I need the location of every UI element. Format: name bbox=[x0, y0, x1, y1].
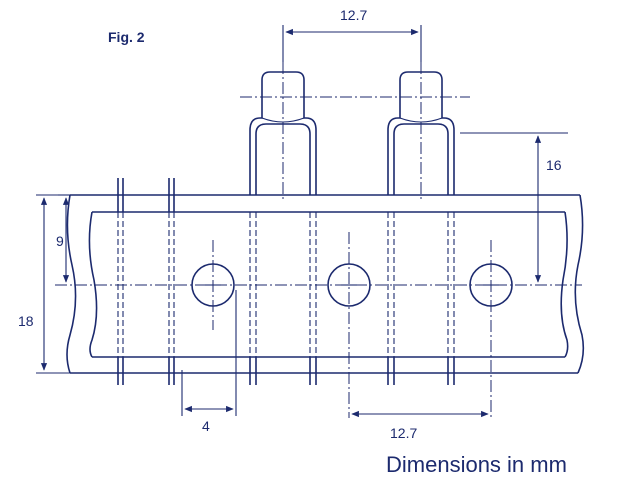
sprocket-holes bbox=[191, 232, 513, 418]
figure-label: Fig. 2 bbox=[108, 29, 145, 45]
footnote-units: Dimensions in mm bbox=[386, 452, 567, 477]
label-hole-offset: 4 bbox=[202, 418, 210, 434]
component-body-2 bbox=[387, 62, 455, 385]
label-half-tape: 9 bbox=[56, 233, 64, 249]
label-tape-width: 18 bbox=[18, 313, 34, 329]
label-hole-pitch: 12.7 bbox=[390, 425, 417, 441]
dimension-hole-pitch: 12.7 bbox=[351, 410, 489, 441]
dimension-top-pitch: 12.7 bbox=[282, 7, 422, 62]
dimension-lead-height: 16 bbox=[460, 132, 568, 283]
left-leads bbox=[117, 178, 175, 385]
component-body-1 bbox=[249, 62, 317, 385]
dimension-half-tape: 9 bbox=[56, 194, 70, 283]
dimension-tape-width: 18 bbox=[18, 194, 70, 374]
label-top-pitch: 12.7 bbox=[340, 7, 367, 23]
label-lead-height: 16 bbox=[546, 157, 562, 173]
dimension-hole-offset: 4 bbox=[181, 290, 237, 434]
carrier-tape bbox=[66, 194, 585, 374]
